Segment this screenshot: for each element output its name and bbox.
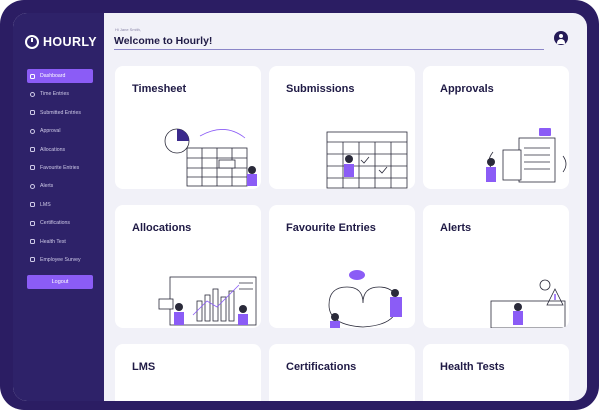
card-approvals[interactable]: Approvals bbox=[423, 66, 569, 189]
card-title: Submissions bbox=[286, 83, 355, 95]
card-submissions[interactable]: Submissions bbox=[269, 66, 415, 189]
sidebar-item-favourite-entries[interactable]: Favourite Entries bbox=[27, 161, 93, 175]
card-health-tests[interactable]: Health Tests bbox=[423, 344, 569, 401]
sidebar-item-time-entries[interactable]: Time Entries bbox=[27, 87, 93, 101]
favourite-entries-illustration bbox=[328, 270, 402, 328]
sidebar-item-label: Health Test bbox=[40, 238, 66, 245]
sidebar-item-dashboard[interactable]: Dashboard bbox=[27, 69, 93, 83]
bookmark-icon bbox=[30, 165, 35, 171]
card-timesheet[interactable]: Timesheet bbox=[115, 66, 261, 189]
alert-icon bbox=[30, 183, 35, 189]
clock-logo-icon bbox=[25, 35, 39, 49]
sidebar-item-lms[interactable]: LMS bbox=[27, 198, 93, 212]
card-allocations[interactable]: Allocations bbox=[115, 205, 261, 328]
sidebar-item-label: Employee Survey bbox=[40, 256, 81, 263]
card-title: Alerts bbox=[440, 222, 472, 234]
card-title: Favourite Entries bbox=[286, 222, 376, 234]
sidebar-nav: Dashboard Time Entries Submitted Entries… bbox=[27, 69, 93, 271]
stack-icon bbox=[30, 147, 35, 153]
sidebar-item-label: Favourite Entries bbox=[40, 164, 80, 171]
certificate-icon bbox=[30, 220, 35, 226]
submissions-illustration bbox=[326, 131, 408, 189]
card-certifications[interactable]: Certifications bbox=[269, 344, 415, 401]
user-avatar-icon[interactable] bbox=[554, 31, 568, 45]
card-title: Allocations bbox=[132, 222, 192, 234]
user-greeting: Hi Jane Smith, bbox=[115, 27, 142, 32]
card-title: Health Tests bbox=[440, 361, 505, 373]
sidebar-item-label: Submitted Entries bbox=[40, 109, 81, 116]
dashboard-icon bbox=[30, 73, 35, 79]
sidebar-item-label: Allocations bbox=[40, 146, 66, 153]
timesheet-illustration bbox=[164, 128, 257, 187]
survey-icon bbox=[30, 257, 35, 263]
sidebar-item-employee-survey[interactable]: Employee Survey bbox=[27, 253, 93, 267]
card-title: Certifications bbox=[286, 361, 357, 373]
card-title: Timesheet bbox=[132, 83, 187, 95]
check-icon bbox=[30, 128, 35, 134]
sidebar-item-label: Dashboard bbox=[40, 73, 66, 79]
health-icon bbox=[30, 239, 35, 245]
sidebar-item-label: Alerts bbox=[40, 183, 54, 190]
sidebar-item-approval[interactable]: Approval bbox=[27, 124, 93, 138]
sidebar-item-alerts[interactable]: Alerts bbox=[27, 179, 93, 193]
list-icon bbox=[30, 110, 35, 116]
sidebar-item-allocations[interactable]: Allocations bbox=[27, 143, 93, 157]
book-icon bbox=[30, 202, 35, 208]
page-title: Welcome to Hourly! bbox=[114, 35, 213, 47]
sidebar-item-label: Approval bbox=[40, 128, 61, 135]
sidebar-item-label: Certifications bbox=[40, 220, 70, 227]
brand-name: HOURLY bbox=[43, 35, 98, 49]
sidebar-item-submitted-entries[interactable]: Submitted Entries bbox=[27, 106, 93, 120]
header-divider bbox=[114, 49, 544, 50]
allocations-illustration bbox=[158, 276, 257, 326]
clock-icon bbox=[30, 91, 35, 97]
card-favourite-entries[interactable]: Favourite Entries bbox=[269, 205, 415, 328]
approvals-illustration bbox=[486, 128, 567, 183]
card-lms[interactable]: LMS bbox=[115, 344, 261, 401]
sidebar-item-label: Time Entries bbox=[40, 91, 69, 98]
sidebar-item-certifications[interactable]: Certifications bbox=[27, 216, 93, 230]
sidebar: HOURLY Dashboard Time Entries Submitted … bbox=[13, 13, 104, 401]
brand-logo[interactable]: HOURLY bbox=[25, 35, 97, 49]
sidebar-item-label: LMS bbox=[40, 201, 51, 208]
card-alerts[interactable]: Alerts bbox=[423, 205, 569, 328]
sidebar-item-health-test[interactable]: Health Test bbox=[27, 235, 93, 249]
alerts-illustration bbox=[490, 279, 566, 328]
card-title: LMS bbox=[132, 361, 156, 373]
card-title: Approvals bbox=[440, 83, 494, 95]
logout-button[interactable]: Logout bbox=[27, 275, 93, 289]
app-screen: HOURLY Dashboard Time Entries Submitted … bbox=[13, 13, 587, 401]
